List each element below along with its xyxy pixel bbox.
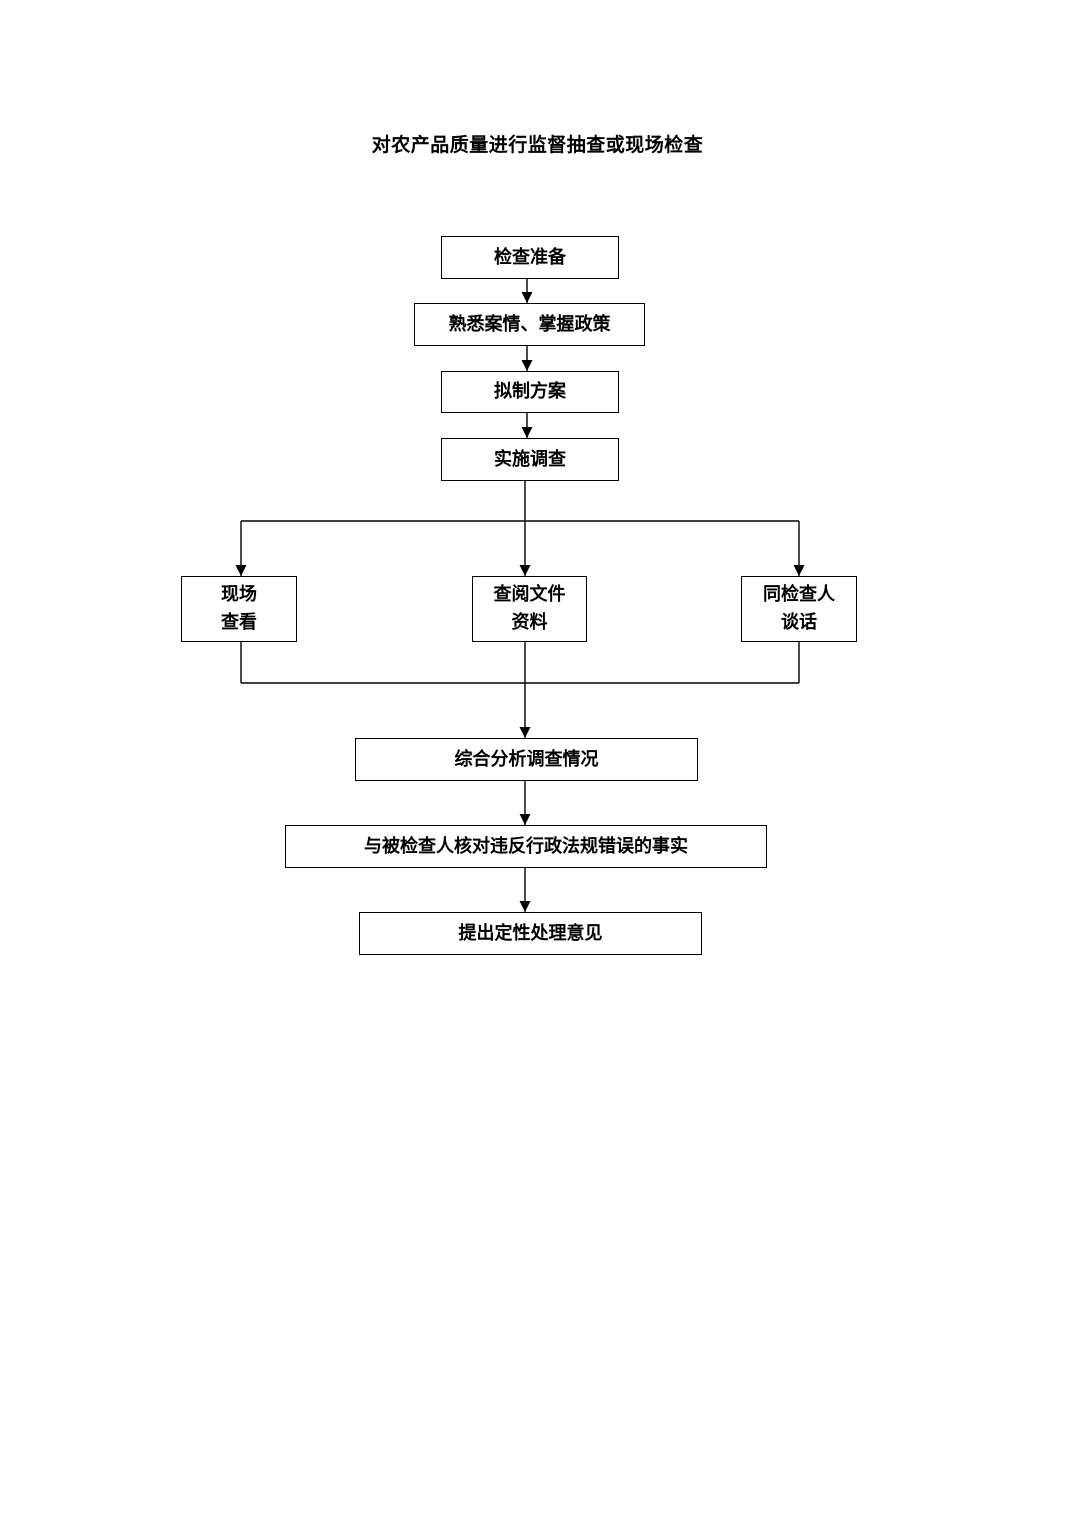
step-propose-opinion: 提出定性处理意见 — [359, 912, 702, 955]
branch-documents-line2: 资料 — [511, 612, 548, 633]
step-verify-facts-label: 与被检查人核对违反行政法规错误的事实 — [364, 835, 688, 857]
branch-interview-line1: 同检查人 — [763, 584, 835, 605]
branch-site-line2: 查看 — [221, 612, 257, 633]
step-familiarize: 熟悉案情、掌握政策 — [414, 303, 645, 346]
page-title: 对农产品质量进行监督抽查或现场检查 — [371, 134, 704, 156]
step-analyze-label: 综合分析调查情况 — [454, 748, 599, 770]
step-analyze: 综合分析调查情况 — [355, 738, 698, 781]
step-plan: 拟制方案 — [441, 371, 619, 413]
step-investigate-label: 实施调查 — [494, 448, 566, 470]
step-verify-facts: 与被检查人核对违反行政法规错误的事实 — [285, 825, 767, 868]
step-prepare: 检查准备 — [441, 236, 619, 279]
branch-interview-line2: 谈话 — [781, 612, 817, 633]
branch-site-line1: 现场 — [221, 584, 257, 605]
branch-interview: 同检查人 谈话 — [741, 576, 857, 642]
branch-document-review: 查阅文件 资料 — [472, 576, 587, 642]
step-propose-opinion-label: 提出定性处理意见 — [458, 922, 603, 944]
step-investigate: 实施调查 — [441, 438, 619, 481]
branch-documents-line1: 查阅文件 — [493, 584, 566, 605]
step-familiarize-label: 熟悉案情、掌握政策 — [448, 313, 611, 335]
branch-site-inspection: 现场 查看 — [181, 576, 297, 642]
step-plan-label: 拟制方案 — [494, 381, 566, 402]
step-prepare-label: 检查准备 — [494, 246, 566, 268]
